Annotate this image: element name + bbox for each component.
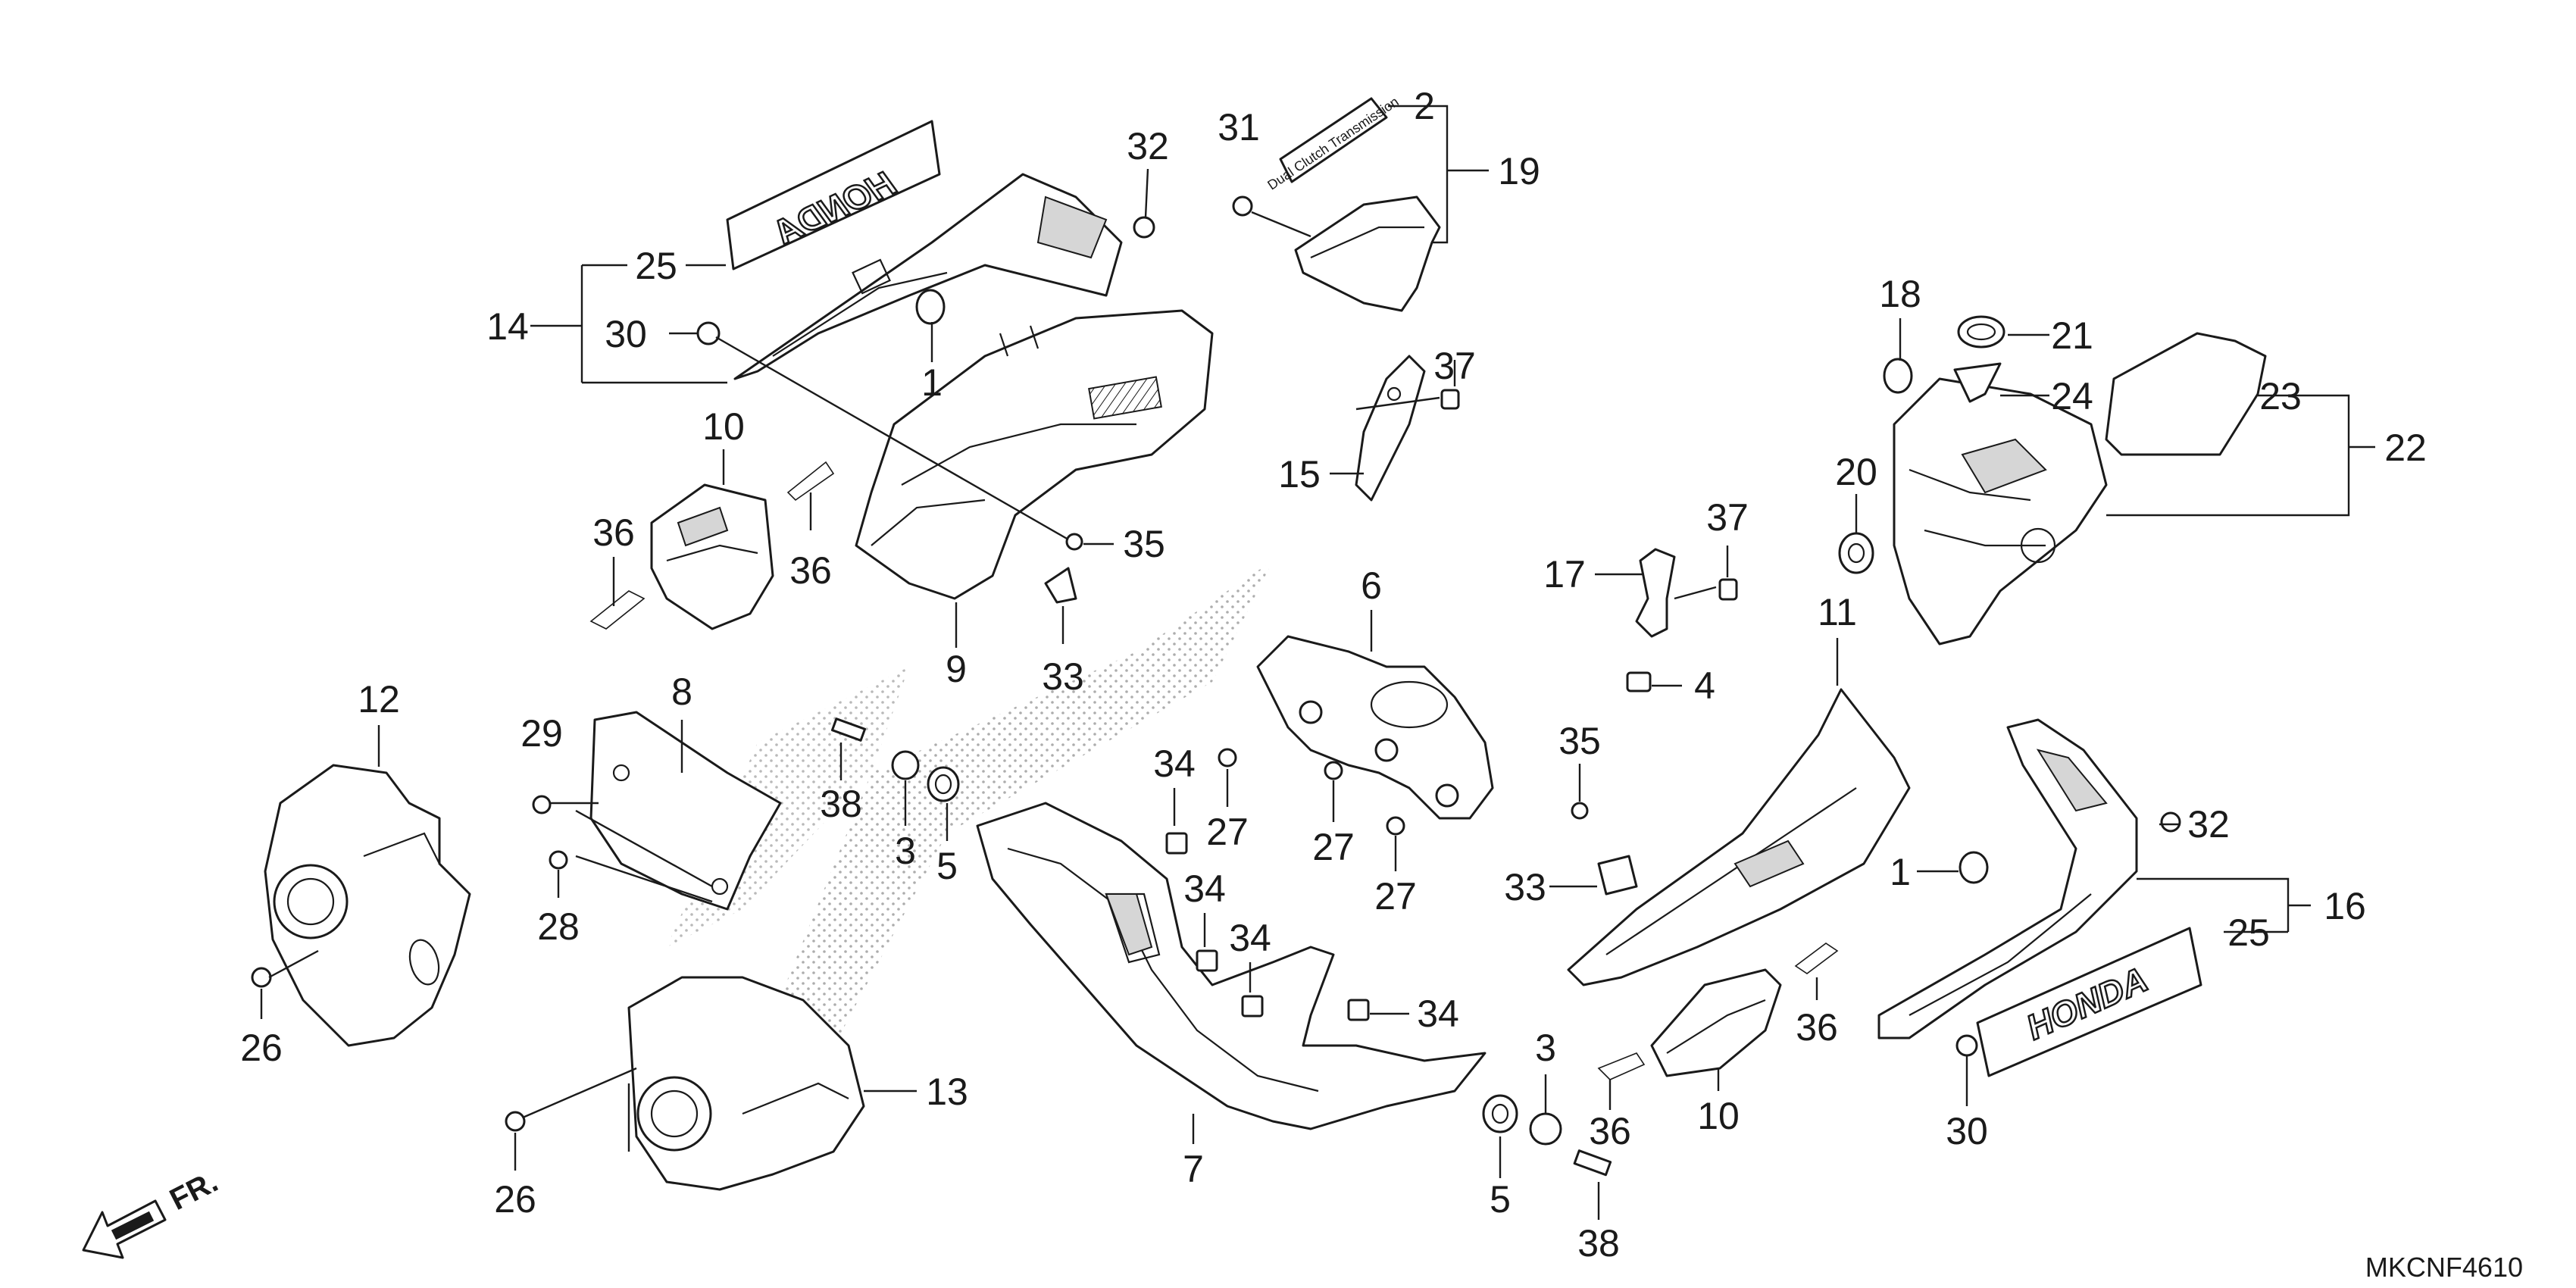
callout-label: 22 bbox=[2384, 427, 2427, 469]
callout-label: 34 bbox=[1153, 742, 1196, 785]
callout-label: 13 bbox=[926, 1071, 968, 1113]
callout-label: 23 bbox=[2259, 375, 2302, 417]
callout-label: 16 bbox=[2324, 885, 2366, 927]
part-inner-front-panel bbox=[855, 309, 1214, 600]
callout-label: 27 bbox=[1312, 826, 1355, 868]
part-right-lower-panel bbox=[1567, 688, 1911, 986]
callout-label: 36 bbox=[592, 511, 635, 554]
front-direction-arrow: FR. bbox=[82, 1165, 224, 1259]
callout-label: 5 bbox=[936, 845, 958, 887]
callout-label: 38 bbox=[1577, 1222, 1620, 1265]
callout-label: 3 bbox=[1535, 1027, 1556, 1069]
callout-label: 3 bbox=[895, 830, 916, 872]
callout-label: 31 bbox=[1218, 106, 1260, 148]
callout-label: 36 bbox=[1796, 1006, 1838, 1049]
callout-label: 1 bbox=[921, 361, 943, 404]
part-bracket-upper bbox=[1355, 355, 1426, 502]
callout-label: 2 bbox=[1414, 85, 1435, 127]
callout-label: 4 bbox=[1694, 664, 1715, 707]
callout-label: 24 bbox=[2051, 375, 2093, 417]
part-emblem-base bbox=[1294, 195, 1441, 312]
callout-label: 14 bbox=[486, 305, 529, 348]
callout-label: 25 bbox=[2227, 911, 2270, 954]
callout-label: 30 bbox=[1946, 1110, 1988, 1152]
callout-label: 11 bbox=[1818, 591, 1857, 633]
callout-label: 17 bbox=[1543, 553, 1586, 596]
callout-labels: 1 1 2 3 3 4 5 5 6 7 8 9 10 10 11 12 13 1… bbox=[240, 85, 2427, 1265]
callout-label: 26 bbox=[494, 1178, 536, 1221]
part-center-bracket bbox=[1256, 635, 1494, 820]
hardware-screws bbox=[251, 195, 2181, 1177]
callout-label: 10 bbox=[1697, 1095, 1740, 1137]
callout-label: 7 bbox=[1183, 1148, 1204, 1190]
direction-label: FR. bbox=[164, 1165, 223, 1217]
part-emblem-upper: HONDA bbox=[726, 120, 941, 270]
callout-label: 35 bbox=[1123, 523, 1165, 565]
part-right-upper-cover bbox=[1893, 377, 2108, 646]
callout-label: 36 bbox=[1589, 1110, 1631, 1152]
part-left-headlight-cover bbox=[264, 764, 471, 1047]
callout-label: 29 bbox=[521, 712, 563, 755]
callout-label: 9 bbox=[946, 648, 967, 690]
part-cover-pad bbox=[2105, 332, 2267, 456]
callout-label: 6 bbox=[1361, 564, 1382, 607]
part-bracket-17 bbox=[1626, 548, 1676, 692]
callout-label: 34 bbox=[1229, 917, 1271, 959]
callout-label: 34 bbox=[1183, 868, 1226, 910]
part-center-under-cowl bbox=[976, 802, 1487, 1130]
callout-label: 32 bbox=[2187, 803, 2230, 846]
part-right-side-cowl bbox=[1877, 718, 2138, 1039]
callout-label: 10 bbox=[702, 405, 745, 448]
callout-label: 19 bbox=[1498, 150, 1540, 192]
callout-label: 8 bbox=[671, 671, 692, 713]
emblem-text: Dual Clutch Transmission bbox=[1265, 94, 1401, 193]
callout-label: 25 bbox=[635, 245, 677, 287]
callout-label: 27 bbox=[1374, 875, 1417, 918]
callout-label: 35 bbox=[1558, 720, 1601, 762]
callout-label: 37 bbox=[1433, 345, 1476, 387]
callout-label: 26 bbox=[240, 1027, 283, 1069]
callout-label: 30 bbox=[605, 313, 647, 355]
part-side-cover-right bbox=[1650, 968, 1782, 1077]
callout-label: 12 bbox=[358, 678, 400, 721]
callout-label: 33 bbox=[1504, 866, 1546, 908]
callout-label: 37 bbox=[1706, 496, 1749, 539]
callout-label: 38 bbox=[820, 783, 862, 825]
callout-label: 18 bbox=[1879, 273, 1921, 315]
part-emblem-badge: Dual Clutch Transmission bbox=[1265, 94, 1401, 193]
callout-label: 21 bbox=[2051, 314, 2093, 357]
callout-label: 36 bbox=[789, 549, 832, 592]
callout-label: 32 bbox=[1127, 125, 1169, 167]
part-side-cover-left bbox=[650, 483, 774, 630]
callout-label: 20 bbox=[1835, 451, 1877, 493]
leader-lines bbox=[260, 105, 2375, 1220]
callout-label: 28 bbox=[537, 905, 580, 948]
callout-label: 34 bbox=[1417, 993, 1459, 1035]
part-lower-headlight-cover bbox=[627, 976, 865, 1191]
callout-label: 27 bbox=[1206, 811, 1249, 853]
diagram-code: MKCNF4610 bbox=[2365, 1252, 2523, 1283]
part-upper-left-cowl bbox=[733, 173, 1123, 380]
callout-label: 1 bbox=[1890, 851, 1911, 893]
callout-label: 5 bbox=[1490, 1178, 1511, 1221]
callout-label: 33 bbox=[1042, 655, 1084, 698]
callout-label: 15 bbox=[1278, 453, 1321, 496]
part-grommets-right bbox=[1838, 315, 2005, 574]
